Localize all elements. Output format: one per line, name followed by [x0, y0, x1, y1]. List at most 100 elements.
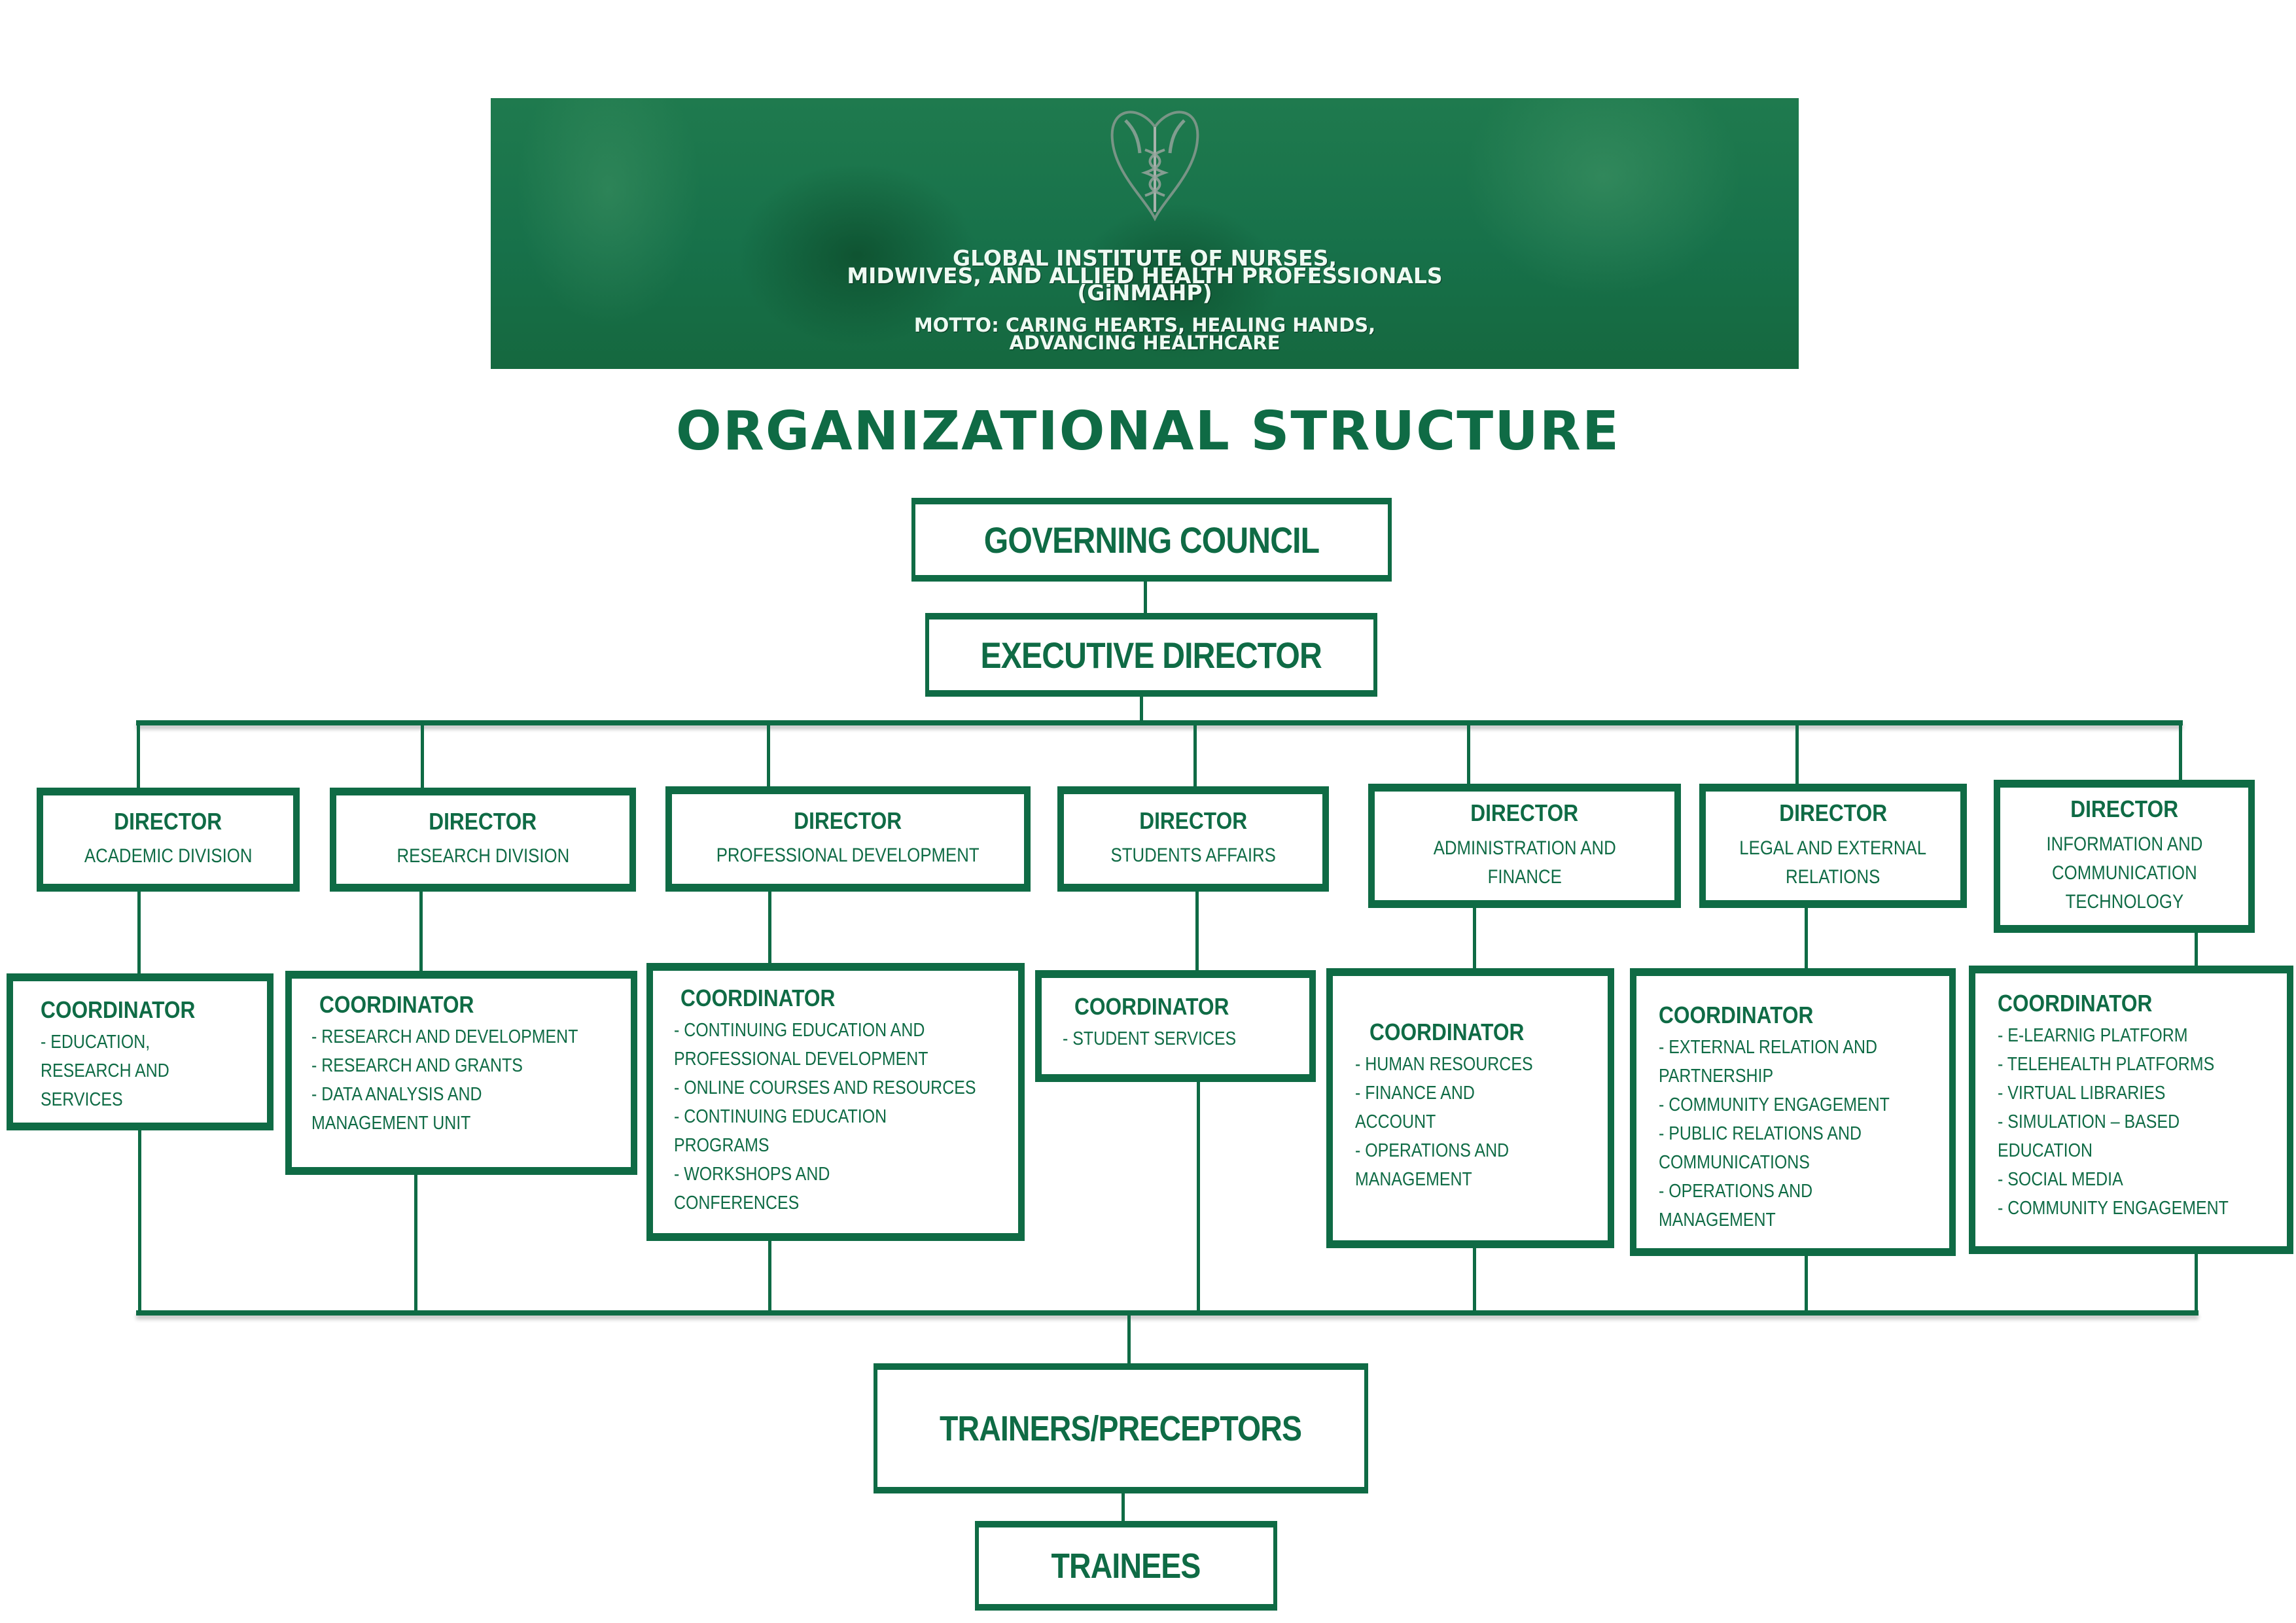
trainers-preceptors-label: TRAINERS/PRECEPTORS — [940, 1408, 1302, 1448]
governing-council-label: GOVERNING COUNCIL — [983, 519, 1320, 561]
connector-bar-director-3 — [767, 723, 770, 787]
coordinator-title: COORDINATOR — [1998, 990, 2153, 1017]
connector-bar-director-6 — [1795, 723, 1799, 785]
director-academic-division[interactable]: DIRECTOR ACADEMIC DIVISION — [37, 788, 300, 892]
coordinator-ict[interactable]: COORDINATOR - E-LEARNIG PLATFORM - TELEH… — [1969, 966, 2293, 1254]
connector-bar-director-7 — [2179, 723, 2182, 782]
connector-coordinator-bar-2 — [414, 1175, 417, 1314]
trainees-box[interactable]: TRAINEES — [975, 1521, 1277, 1611]
executive-director-box[interactable]: EXECUTIVE DIRECTOR — [925, 613, 1377, 697]
director-division: ADMINISTRATION AND FINANCE — [1433, 837, 1616, 888]
connector-director-coordinator-3 — [768, 892, 771, 964]
connector-bar-trainers — [1127, 1315, 1131, 1365]
coordinator-title: COORDINATOR — [1659, 1002, 1814, 1028]
director-title: DIRECTOR — [794, 807, 902, 834]
director-ict[interactable]: DIRECTOR INFORMATION AND COMMUNICATION T… — [1994, 780, 2255, 933]
institute-abbreviation: (GiNMAHP) — [1077, 280, 1212, 305]
connector-bar-director-4 — [1193, 723, 1197, 787]
coordinator-item: CONFERENCES — [674, 1193, 800, 1214]
coordinator-title: COORDINATOR — [41, 996, 196, 1023]
connector-coordinator-bar-6 — [1805, 1256, 1808, 1314]
coordinator-title: COORDINATOR — [319, 991, 474, 1018]
coordinator-item: - SIMULATION – BASED — [1998, 1111, 2180, 1133]
coordinator-research[interactable]: COORDINATOR - RESEARCH AND DEVELOPMENT -… — [285, 971, 637, 1175]
trainees-label: TRAINEES — [1051, 1546, 1201, 1586]
director-research-division[interactable]: DIRECTOR RESEARCH DIVISION — [330, 788, 636, 892]
connector-coordinator-bar-4 — [1197, 1082, 1200, 1314]
connector-coordinator-bar-3 — [768, 1241, 771, 1314]
coordinator-item: - FINANCE AND — [1355, 1083, 1475, 1104]
director-division: INFORMATION AND COMMUNICATION TECHNOLOGY — [2046, 833, 2202, 913]
coordinator-administration-finance[interactable]: COORDINATOR - HUMAN RESOURCES - FINANCE … — [1326, 968, 1614, 1248]
coordinator-academic[interactable]: COORDINATOR - EDUCATION, RESEARCH AND SE… — [7, 973, 274, 1130]
coordinators-bus-line — [136, 1310, 2199, 1316]
coordinator-item: - DATA ANALYSIS AND — [311, 1084, 482, 1106]
coordinator-item: SERVICES — [41, 1089, 123, 1111]
motto-line2: ADVANCING HEALTHCARE — [1009, 332, 1280, 354]
director-administration-finance[interactable]: DIRECTOR ADMINISTRATION AND FINANCE — [1368, 784, 1681, 908]
coordinator-student-affairs[interactable]: COORDINATOR - STUDENT SERVICES — [1035, 970, 1316, 1082]
connector-coordinator-bar-1 — [138, 1130, 141, 1314]
coordinator-item: - VIRTUAL LIBRARIES — [1998, 1083, 2166, 1104]
coordinator-item: - TELEHEALTH PLATFORMS — [1998, 1054, 2215, 1075]
connector-executive-bar — [1140, 697, 1143, 723]
coordinator-item: MANAGEMENT UNIT — [311, 1113, 471, 1134]
directors-bus-line — [136, 720, 2183, 725]
director-division: ACADEMIC DIVISION — [84, 845, 253, 867]
connector-director-coordinator-4 — [1195, 892, 1199, 971]
director-division: STUDENTS AFFAIRS — [1110, 845, 1276, 867]
institute-name-line2: MIDWIVES, AND ALLIED HEALTH PROFESSIONAL… — [847, 263, 1443, 288]
coordinator-item: PROGRAMS — [674, 1135, 769, 1157]
connector-council-executive — [1144, 582, 1147, 614]
coordinator-item: - E-LEARNIG PLATFORM — [1998, 1025, 2188, 1047]
connector-director-coordinator-6 — [1805, 908, 1808, 969]
caduceus-heart-logo-icon — [1110, 111, 1199, 221]
connector-bar-director-5 — [1467, 723, 1470, 785]
coordinator-item: - OPERATIONS AND — [1659, 1181, 1813, 1202]
connector-trainers-trainees — [1122, 1493, 1125, 1522]
director-students-affairs[interactable]: DIRECTOR STUDENTS AFFAIRS — [1057, 786, 1329, 892]
connector-bar-director-2 — [421, 723, 424, 788]
director-division: LEGAL AND EXTERNAL RELATIONS — [1739, 837, 1927, 888]
connector-director-coordinator-5 — [1473, 908, 1476, 969]
page-title: ORGANIZATIONAL STRUCTURE — [676, 400, 1620, 462]
coordinator-title: COORDINATOR — [1369, 1019, 1525, 1045]
coordinator-item: - CONTINUING EDUCATION AND — [674, 1020, 925, 1041]
connector-director-coordinator-2 — [419, 892, 423, 972]
coordinator-item: - EDUCATION, — [41, 1032, 150, 1053]
connector-director-coordinator-1 — [137, 892, 141, 975]
coordinator-item: PARTNERSHIP — [1659, 1066, 1774, 1087]
director-professional-development[interactable]: DIRECTOR PROFESSIONAL DEVELOPMENT — [665, 786, 1031, 892]
coordinator-item: - RESEARCH AND DEVELOPMENT — [311, 1026, 578, 1048]
coordinator-item: - COMMUNITY ENGAGEMENT — [1998, 1198, 2229, 1219]
coordinator-item: - WORKSHOPS AND — [674, 1164, 830, 1185]
director-title: DIRECTOR — [2070, 795, 2178, 823]
coordinator-item: - SOCIAL MEDIA — [1998, 1169, 2123, 1191]
director-division: RESEARCH DIVISION — [397, 845, 569, 867]
coordinator-legal-external-relations[interactable]: COORDINATOR - EXTERNAL RELATION AND PART… — [1630, 968, 1956, 1256]
trainers-preceptors-box[interactable]: TRAINERS/PRECEPTORS — [874, 1363, 1368, 1493]
coordinator-professional-development[interactable]: COORDINATOR - CONTINUING EDUCATION AND P… — [646, 963, 1025, 1241]
coordinator-title: COORDINATOR — [680, 985, 836, 1011]
director-title: DIRECTOR — [1470, 799, 1579, 827]
director-title: DIRECTOR — [429, 807, 537, 835]
coordinator-item: - PUBLIC RELATIONS AND — [1659, 1123, 1862, 1145]
coordinator-item: - HUMAN RESOURCES — [1355, 1054, 1533, 1075]
coordinator-item: - RESEARCH AND GRANTS — [311, 1055, 523, 1077]
coordinator-item: MANAGEMENT — [1659, 1210, 1776, 1231]
coordinator-item: PROFESSIONAL DEVELOPMENT — [674, 1049, 928, 1070]
coordinator-item: - EXTERNAL RELATION AND — [1659, 1037, 1877, 1058]
connector-coordinator-bar-5 — [1473, 1248, 1476, 1314]
coordinator-title: COORDINATOR — [1074, 993, 1229, 1020]
coordinator-item: RESEARCH AND — [41, 1060, 169, 1082]
connector-bar-director-1 — [137, 723, 140, 788]
governing-council-box[interactable]: GOVERNING COUNCIL — [911, 498, 1392, 582]
coordinator-item: ACCOUNT — [1355, 1111, 1436, 1133]
coordinator-item: - ONLINE COURSES AND RESOURCES — [674, 1077, 976, 1099]
coordinator-item: MANAGEMENT — [1355, 1169, 1472, 1191]
executive-director-label: EXECUTIVE DIRECTOR — [980, 634, 1322, 676]
institute-name-line1: GLOBAL INSTITUTE OF NURSES, — [952, 245, 1337, 271]
institute-banner: GLOBAL INSTITUTE OF NURSES, MIDWIVES, AN… — [491, 98, 1799, 369]
coordinator-item: - CONTINUING EDUCATION — [674, 1106, 887, 1128]
director-legal-external-relations[interactable]: DIRECTOR LEGAL AND EXTERNAL RELATIONS — [1699, 784, 1967, 908]
